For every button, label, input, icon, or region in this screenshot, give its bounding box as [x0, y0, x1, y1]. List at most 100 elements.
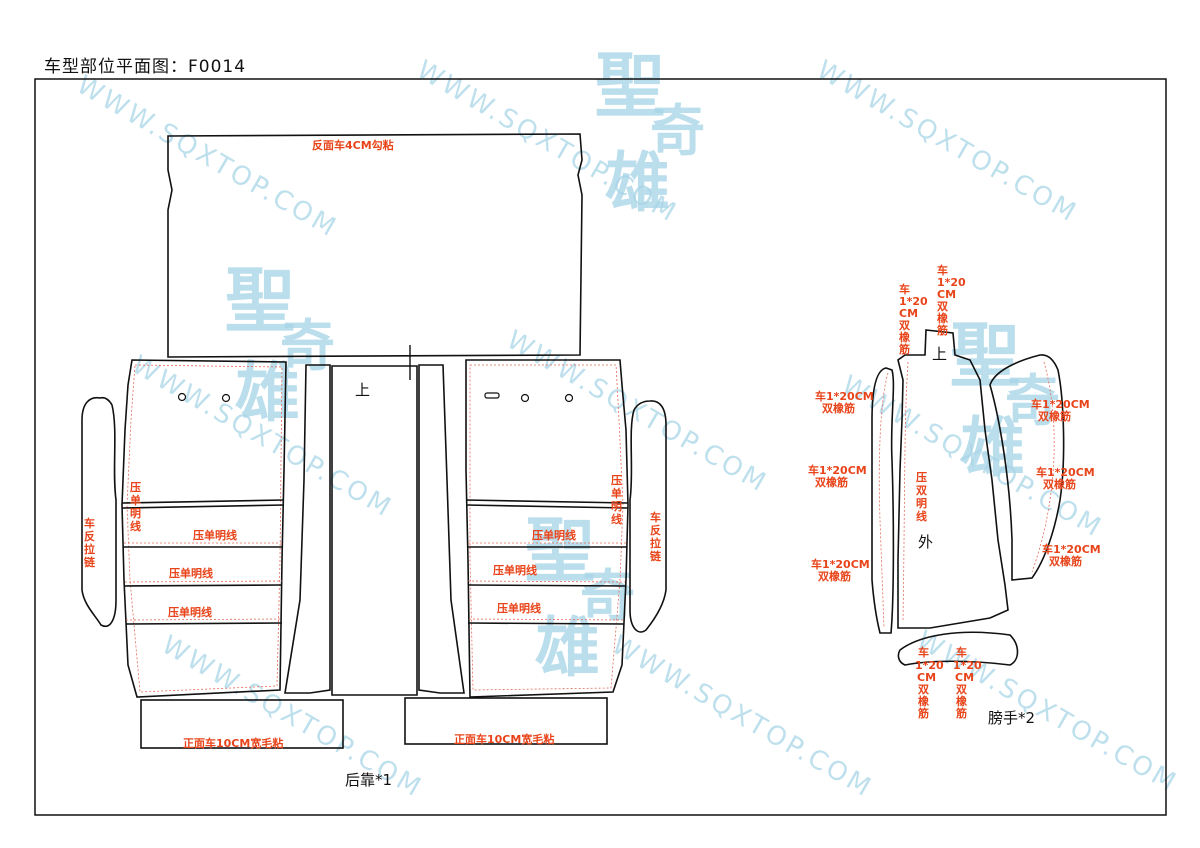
- svg-text:双橡筋: 双橡筋: [818, 569, 851, 583]
- backrest-top-label: 反面车4CM勾粘: [312, 138, 394, 152]
- watermark-text: WWW.SQXTOP.COM: [607, 630, 878, 804]
- svg-text:CM: CM: [899, 307, 918, 320]
- page-title: 车型部位平面图：F0014: [44, 57, 247, 77]
- backrest-caption: 后靠*1: [345, 771, 392, 789]
- backrest-right-vertical-label: 压 单 明 线: [611, 473, 622, 526]
- svg-text:双橡筋: 双橡筋: [1043, 477, 1076, 491]
- backrest-left-side-label: 车 反 拉 链: [84, 516, 96, 569]
- backrest-center-panel: [331, 365, 418, 696]
- svg-text:链: 链: [650, 549, 662, 563]
- backrest-right-side-label: 车 反 拉 链: [650, 510, 662, 563]
- svg-text:筋: 筋: [898, 342, 910, 356]
- stitch-row-label: 压单明线: [193, 528, 237, 542]
- armrest-bottom-note-right: 车 1*20 CM 双 橡 筋: [953, 645, 982, 720]
- svg-text:筋: 筋: [955, 706, 967, 720]
- backrest-bottom-left-panel: [140, 699, 344, 749]
- svg-text:双: 双: [918, 683, 929, 696]
- armrest-top-note-left: 车 1*20 CM 双 橡 筋: [898, 282, 928, 356]
- svg-text:双: 双: [916, 484, 927, 497]
- backrest-up-mark: 上: [355, 381, 370, 399]
- svg-text:单: 单: [130, 493, 141, 507]
- stitch-row-label: 压单明线: [493, 563, 537, 577]
- backrest-top-panel: [167, 133, 583, 358]
- armrest-out-mark: 外: [918, 533, 933, 551]
- svg-text:双橡筋: 双橡筋: [815, 475, 848, 489]
- watermark-logo: 雄: [960, 410, 1025, 486]
- stitch-row-label: 压单明线: [168, 605, 212, 619]
- watermark-logo: 雄: [535, 610, 600, 686]
- backrest-left-panel: [121, 359, 287, 698]
- svg-text:线: 线: [130, 519, 141, 533]
- svg-text:双: 双: [937, 300, 948, 313]
- svg-text:1*20: 1*20: [953, 659, 982, 672]
- svg-text:线: 线: [916, 509, 927, 523]
- svg-text:1*20: 1*20: [915, 659, 944, 672]
- armrest-caption: 膀手*2: [988, 709, 1035, 727]
- svg-text:车: 车: [937, 263, 948, 277]
- svg-text:双: 双: [956, 683, 967, 696]
- svg-text:拉: 拉: [84, 542, 95, 556]
- svg-text:车: 车: [899, 282, 910, 296]
- svg-text:1*20: 1*20: [899, 295, 928, 308]
- watermark-logo: 奇: [1005, 368, 1060, 433]
- backrest-bottom-right-panel: [404, 697, 608, 745]
- armrest-up-mark: 上: [932, 345, 947, 363]
- backrest-right-side: [629, 400, 667, 633]
- svg-text:橡: 橡: [956, 694, 967, 708]
- svg-text:双橡筋: 双橡筋: [822, 401, 855, 415]
- svg-text:车: 车: [84, 516, 95, 530]
- backrest-left-strip: [284, 364, 331, 694]
- armrest-main-piece: [897, 329, 1009, 629]
- svg-text:CM: CM: [917, 671, 936, 684]
- svg-text:车1*20CM: 车1*20CM: [1036, 465, 1095, 479]
- svg-text:压: 压: [611, 473, 622, 487]
- armrest-bottom-piece: [897, 631, 1019, 666]
- svg-text:车1*20CM: 车1*20CM: [811, 557, 870, 571]
- svg-text:筋: 筋: [936, 323, 948, 337]
- svg-text:压: 压: [130, 480, 141, 494]
- backrest-bottom-left-label: 正面车10CM宽毛粘: [183, 736, 283, 750]
- svg-text:压: 压: [916, 470, 927, 484]
- watermark-logo: 奇: [650, 98, 705, 163]
- armrest-bottom-note-left: 车 1*20 CM 双 橡 筋: [915, 645, 944, 720]
- armrest-group: 上 外 车 1*20 CM 双 橡 筋 车 1*20 CM 双 橡 筋 车1*2…: [808, 263, 1101, 727]
- watermark-logo: 聖: [525, 509, 595, 592]
- armrest-left-note: 车1*20CM 双橡筋 车1*20CM 双橡筋 车1*20CM 双橡筋: [808, 389, 874, 583]
- stitch-row-label: 压单明线: [532, 528, 576, 542]
- svg-text:双橡筋: 双橡筋: [1049, 554, 1082, 568]
- svg-text:明: 明: [611, 500, 622, 513]
- backrest-left-side: [81, 396, 117, 627]
- svg-text:车: 车: [650, 510, 661, 524]
- svg-text:反: 反: [84, 529, 95, 543]
- armrest-right-piece: [989, 354, 1065, 581]
- watermark-logo: 奇: [280, 313, 335, 378]
- backrest-right-seam: [469, 364, 624, 691]
- svg-text:筋: 筋: [917, 706, 929, 720]
- watermark-text: WWW.SQXTOP.COM: [812, 55, 1083, 229]
- watermark-text: WWW.SQXTOP.COM: [72, 70, 343, 244]
- svg-text:线: 线: [611, 512, 622, 526]
- svg-text:车1*20CM: 车1*20CM: [815, 389, 874, 403]
- svg-text:车: 车: [956, 645, 967, 659]
- armrest-top-note-right: 车 1*20 CM 双 橡 筋: [936, 263, 966, 337]
- svg-text:车: 车: [918, 645, 929, 659]
- svg-text:橡: 橡: [918, 694, 929, 708]
- svg-text:明: 明: [130, 507, 141, 520]
- svg-text:双橡筋: 双橡筋: [1038, 409, 1071, 423]
- watermark-logo: 聖: [225, 259, 295, 342]
- watermark-layer: WWW.SQXTOP.COM WWW.SQXTOP.COM WWW.SQXTOP…: [72, 44, 1183, 804]
- svg-text:橡: 橡: [899, 330, 910, 344]
- svg-text:链: 链: [84, 555, 96, 569]
- armrest-left-strip: [871, 367, 895, 634]
- watermark-logo: 雄: [605, 145, 670, 221]
- watermark-text: WWW.SQXTOP.COM: [912, 625, 1183, 799]
- stitch-row-label: 压单明线: [497, 601, 541, 615]
- svg-text:CM: CM: [937, 288, 956, 301]
- armrest-center-vertical-label: 压 双 明 线: [916, 470, 927, 523]
- watermark-text: WWW.SQXTOP.COM: [502, 325, 773, 499]
- svg-text:单: 单: [611, 486, 622, 500]
- backrest-left-vertical-label: 压 单 明 线: [130, 480, 141, 533]
- watermark-logo: 聖: [595, 44, 665, 127]
- stitch-row-label: 压单明线: [169, 566, 213, 580]
